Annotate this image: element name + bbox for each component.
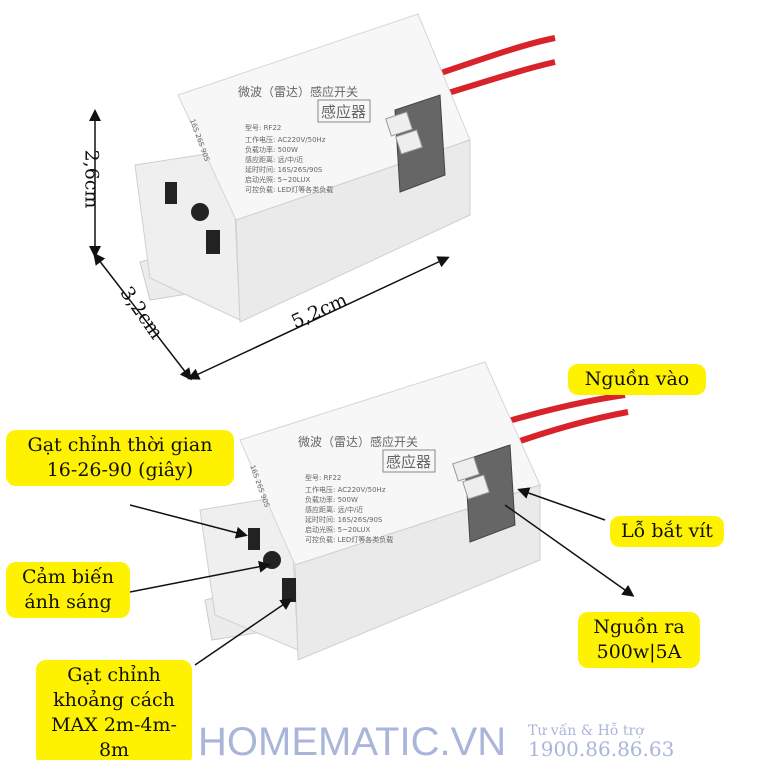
spec-line: 可控负载: LED灯等各类负载 bbox=[245, 185, 333, 194]
spec-line: 工作电压: AC220V/50Hz bbox=[245, 135, 326, 144]
device-model: 型号: RF22 bbox=[245, 123, 281, 132]
arrow-distance-switch bbox=[194, 598, 293, 666]
watermark-brand: HOMEMATIC.VN bbox=[198, 720, 507, 760]
hotline: 1900.86.86.63 bbox=[528, 737, 675, 760]
arrow-screw-hole bbox=[517, 487, 606, 521]
device-box-label: 感应器 bbox=[321, 103, 366, 121]
spec-line: 感应距离: 远/中/近 bbox=[305, 505, 363, 514]
dimension-line-depth bbox=[93, 252, 192, 381]
arrow-time-switch bbox=[129, 504, 248, 539]
terminal-clip bbox=[395, 129, 423, 155]
label-line: khoảng cách bbox=[53, 689, 175, 711]
support-label: Tư vấn & Hỗ trợ bbox=[528, 723, 644, 739]
label-distance-switch: Gạt chỉnh khoảng cách MAX 2m-4m-8m bbox=[36, 660, 192, 760]
device-title: 微波（雷达）感应开关 bbox=[238, 84, 358, 99]
label-line: Nguồn ra bbox=[593, 616, 685, 638]
label-line: MAX 2m-4m-8m bbox=[51, 714, 177, 760]
device-box-label: 感应器 bbox=[386, 453, 431, 471]
label-power-in: Nguồn vào bbox=[568, 364, 706, 395]
spec-line: 感应距离: 远/中/近 bbox=[245, 155, 303, 164]
label-line: Cảm biến bbox=[21, 566, 115, 588]
spec-line: 启动光照: 5~20LUX bbox=[305, 525, 370, 534]
spec-line: 工作电压: AC220V/50Hz bbox=[305, 485, 386, 494]
label-line: 16-26-90 (giây) bbox=[46, 459, 194, 481]
label-power-out: Nguồn ra 500w|5A bbox=[578, 612, 700, 668]
terminal-clip bbox=[385, 111, 413, 137]
light-sensor bbox=[191, 203, 209, 221]
arrow-power-out bbox=[504, 504, 635, 597]
watermark-support: Tư vấn & Hỗ trợ 1900.86.86.63 bbox=[528, 724, 674, 760]
label-line: Gạt chỉnh thời gian bbox=[27, 434, 213, 456]
terminal-clip bbox=[462, 474, 490, 500]
spec-line: 延时时间: 16S/26S/90S bbox=[305, 515, 383, 524]
device-title: 微波（雷达）感应开关 bbox=[298, 434, 418, 449]
label-line: 500w|5A bbox=[596, 641, 682, 663]
label-screw-hole: Lỗ bắt vít bbox=[610, 516, 724, 547]
device-model: 型号: RF22 bbox=[305, 473, 341, 482]
time-switch bbox=[165, 182, 177, 204]
time-switch bbox=[248, 528, 260, 550]
arrow-light-sensor bbox=[129, 560, 271, 593]
label-light-sensor: Cảm biến ánh sáng bbox=[6, 562, 130, 618]
device-bottom: 16S 26S 90S 微波（雷达）感应开关 感应器 型号: RF22 工作电压… bbox=[199, 361, 629, 661]
spec-line: 延时时间: 16S/26S/90S bbox=[245, 165, 323, 174]
device-top: 16S 26S 90S 微波（雷达）感应开关 感应器 型号: RF22 工作电压… bbox=[134, 13, 556, 323]
distance-switch bbox=[282, 578, 296, 602]
spec-line: 可控负载: LED灯等各类负载 bbox=[305, 535, 393, 544]
terminal-clip bbox=[452, 456, 480, 482]
light-sensor bbox=[263, 551, 281, 569]
label-line: Gạt chỉnh bbox=[67, 664, 161, 686]
dimension-height: 2,6cm bbox=[80, 149, 103, 209]
label-line: ánh sáng bbox=[24, 591, 112, 613]
spec-line: 负载功率: 500W bbox=[245, 145, 298, 154]
spec-line: 负载功率: 500W bbox=[305, 495, 358, 504]
distance-switch bbox=[206, 230, 220, 254]
dimension-line-length bbox=[187, 256, 450, 380]
label-time-switch: Gạt chỉnh thời gian 16-26-90 (giây) bbox=[6, 430, 234, 486]
spec-line: 启动光照: 5~20LUX bbox=[245, 175, 310, 184]
wire-bottom-1 bbox=[494, 392, 626, 428]
